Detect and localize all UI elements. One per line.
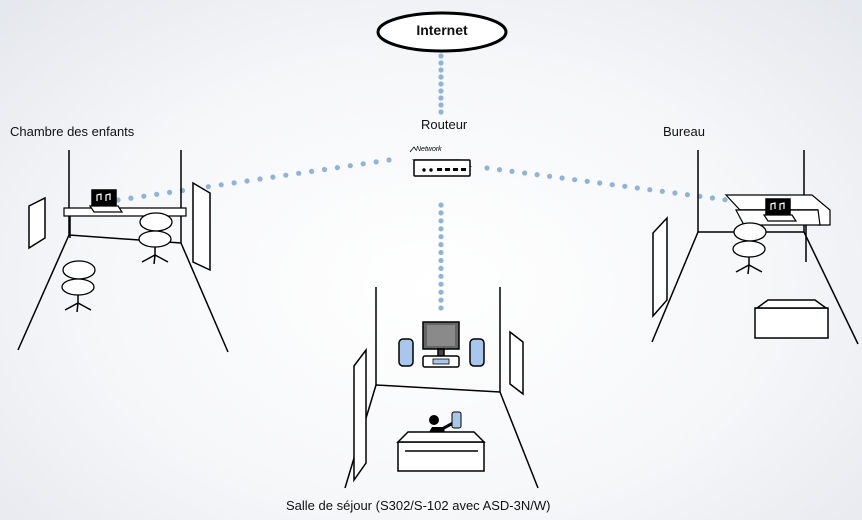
link-dot	[438, 242, 444, 248]
link-dot	[154, 191, 160, 197]
link-dot	[438, 273, 444, 279]
link-dot	[438, 53, 444, 59]
kids-room-illustration	[17, 150, 229, 353]
link-dot	[167, 189, 173, 195]
link-dot	[438, 109, 444, 115]
link-dot	[334, 165, 340, 171]
office-label: Bureau	[663, 124, 705, 139]
link-dot	[534, 172, 540, 178]
link-dot	[141, 193, 147, 199]
link-router-kids	[115, 157, 392, 203]
link-dot	[309, 168, 315, 174]
link-dot	[438, 102, 444, 108]
link-dot	[709, 195, 716, 201]
link-dot	[438, 305, 444, 311]
link-dot	[659, 188, 665, 194]
internet-label: Internet	[416, 22, 468, 38]
link-dot	[296, 170, 302, 176]
link-dot	[438, 60, 444, 66]
router-brand-logo: Network	[416, 146, 442, 153]
link-internet-router	[438, 53, 444, 115]
link-dot	[438, 249, 444, 256]
link-dot	[438, 88, 444, 94]
router-label: Routeur	[421, 117, 468, 132]
link-dot	[438, 289, 444, 295]
link-dot	[360, 161, 366, 167]
link-dot	[438, 74, 444, 80]
link-dot	[438, 67, 444, 73]
link-dot	[438, 81, 444, 87]
link-dot	[244, 178, 250, 184]
link-dot	[496, 167, 503, 173]
link-dot	[438, 234, 444, 240]
link-dot	[257, 176, 263, 182]
link-router-living	[438, 202, 444, 311]
link-dot	[438, 265, 444, 271]
link-router-office	[484, 165, 753, 206]
kids-room-label: Chambre des enfants	[10, 124, 135, 139]
link-dot	[438, 210, 444, 216]
link-dot	[386, 157, 392, 163]
link-dot	[684, 192, 691, 198]
link-dot	[347, 163, 353, 169]
living-room-label: Salle de séjour (S302/S-102 avec ASD-3N/…	[286, 498, 551, 513]
link-dot	[484, 165, 490, 171]
link-dot	[205, 184, 211, 190]
link-dot	[584, 178, 590, 184]
link-dot	[218, 182, 224, 188]
link-dot	[572, 177, 578, 183]
link-dot	[438, 202, 444, 208]
link-dot	[722, 197, 728, 203]
link-dot	[438, 257, 444, 264]
internet-node	[376, 11, 508, 53]
office-illustration	[651, 150, 859, 345]
link-dot	[672, 190, 678, 196]
link-dot	[231, 180, 237, 186]
link-dot	[522, 170, 528, 176]
link-dot	[438, 95, 444, 101]
link-dot	[647, 187, 653, 193]
link-dot	[321, 166, 328, 173]
link-dot	[283, 172, 289, 178]
link-dot	[438, 297, 444, 303]
link-dot	[634, 185, 640, 191]
link-dot	[438, 281, 444, 287]
link-dot	[373, 159, 379, 165]
link-dot	[509, 168, 515, 174]
living-room-illustration	[344, 287, 539, 489]
link-dot	[438, 218, 444, 224]
link-dot	[270, 174, 276, 180]
link-dot	[622, 183, 628, 189]
link-dot	[547, 173, 553, 179]
router-icon: Network	[409, 146, 473, 177]
link-dot	[597, 180, 603, 186]
link-dot	[559, 175, 565, 181]
link-dot	[438, 226, 444, 232]
link-dot	[609, 182, 615, 188]
link-dot	[128, 195, 134, 201]
